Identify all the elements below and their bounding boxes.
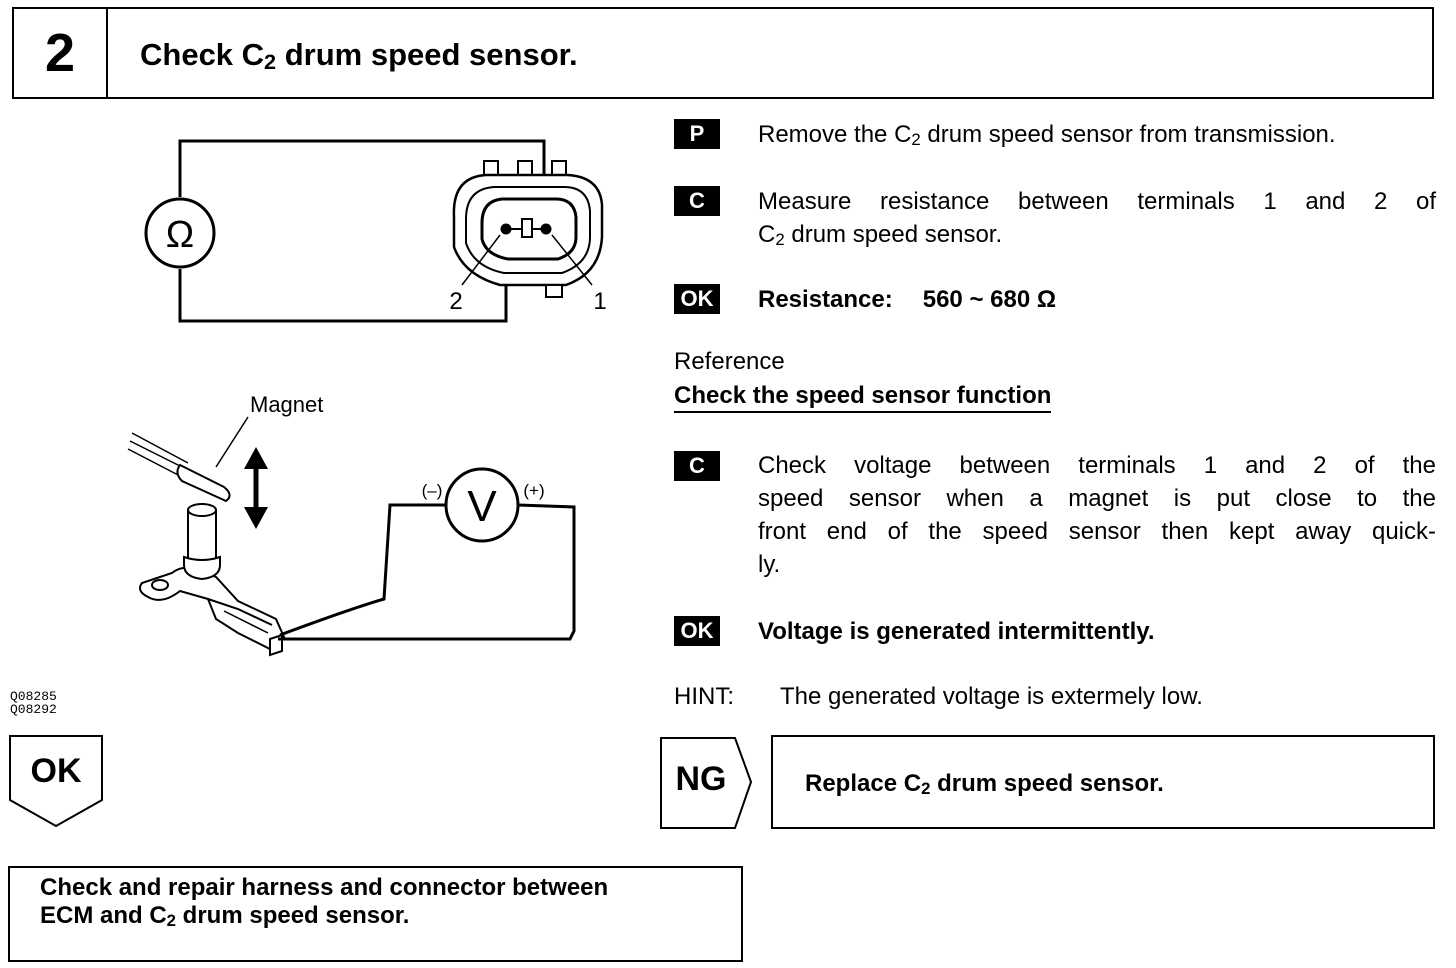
- repair-action-box: Check and repair harness and connector b…: [8, 866, 743, 962]
- sensor-icon: [139, 503, 286, 657]
- badge-ok1: OK: [674, 284, 720, 314]
- step-number: 2: [14, 9, 108, 97]
- resistance-spec: Resistance:560 ~ 680 Ω: [758, 286, 1057, 313]
- ok-arrow-icon: [9, 735, 103, 828]
- double-arrow-icon: [244, 447, 268, 529]
- svg-text:Ω: Ω: [166, 214, 194, 256]
- step-c1-text: Measure resistance between terminals 1 a…: [758, 188, 1436, 250]
- reference-heading: Check the speed sensor function: [674, 382, 1052, 413]
- magnet-label: Magnet: [250, 392, 323, 417]
- terminal-2-dot: [500, 223, 512, 235]
- svg-text:V: V: [467, 482, 497, 531]
- terminal-2-label: 2: [449, 288, 462, 315]
- instructions-panel: P Remove the C2 drum speed sensor from t…: [674, 118, 1436, 728]
- voltage-result: Voltage is generated intermittently.: [758, 618, 1155, 645]
- step-header: 2 Check C2 drum speed sensor.: [12, 7, 1434, 99]
- step-p-text: Remove the C2 drum speed sensor from tra…: [758, 121, 1336, 150]
- plus-label: (+): [523, 481, 544, 500]
- step-title: Check C2 drum speed sensor.: [140, 37, 578, 74]
- terminal-1-dot: [540, 223, 552, 235]
- badge-c2: C: [674, 451, 720, 481]
- terminal-1-label: 1: [593, 288, 606, 315]
- magnet-icon: [127, 432, 231, 503]
- step-c2-text: Check voltage between terminals 1 and 2 …: [758, 452, 1436, 578]
- replace-action-box: Replace C2 drum speed sensor.: [771, 735, 1435, 829]
- ohmmeter-icon: Ω: [144, 197, 216, 269]
- voltmeter-circuit: [278, 503, 576, 641]
- minus-label: (–): [422, 481, 443, 500]
- sensor-diagram: Ω 2 1 Magnet: [127, 139, 607, 657]
- reference-label: Reference: [674, 348, 785, 375]
- ok-label: OK: [30, 752, 82, 790]
- figure-codes: Q08285 Q08292: [10, 689, 57, 717]
- voltmeter-icon: V: [444, 467, 520, 543]
- badge-c1: C: [674, 186, 720, 216]
- ng-label: NG: [675, 760, 727, 798]
- badge-p: P: [674, 119, 720, 149]
- ng-arrow-icon: [660, 737, 753, 829]
- badge-ok2: OK: [674, 616, 720, 646]
- hint: HINT:The generated voltage is extermely …: [674, 683, 1203, 710]
- connector-icon: [452, 160, 604, 298]
